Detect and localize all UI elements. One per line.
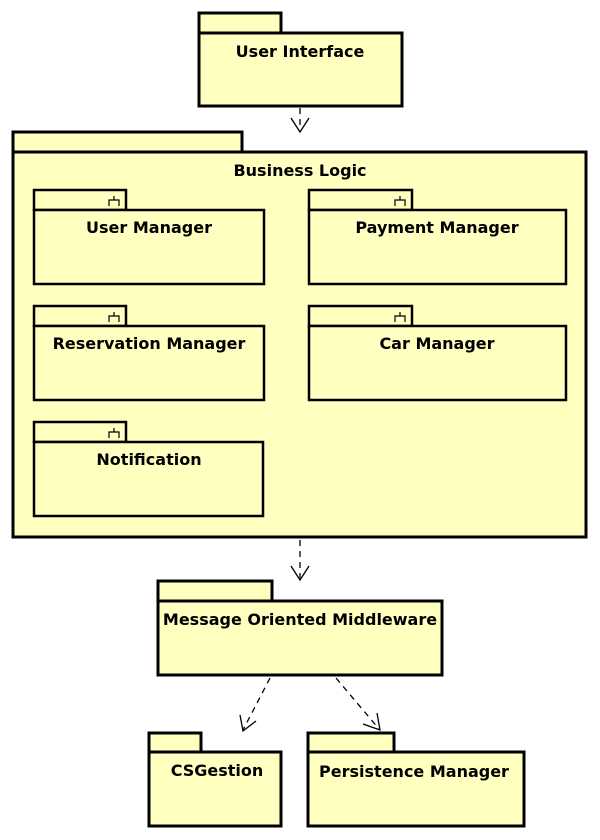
dependency-arrow-ui-to-business [290, 108, 310, 134]
package-body [197, 31, 404, 108]
subsystem-body [32, 324, 266, 402]
dependency-arrow-mom-to-csgestion [239, 677, 271, 733]
dependency-arrow-business-to-mom [290, 540, 310, 582]
package-body [156, 599, 444, 677]
subsystem-label-user-manager: User Manager [86, 218, 212, 237]
subsystem-payment-manager[interactable]: Payment Manager [307, 188, 568, 286]
package-message-oriented-middleware[interactable]: Message Oriented Middleware [156, 579, 444, 677]
subsystem-body [307, 208, 568, 286]
package-csgestion[interactable]: CSGestion [147, 731, 283, 828]
subsystem-body [32, 208, 266, 286]
package-user-interface[interactable]: User Interface [197, 11, 404, 108]
subsystem-body [307, 324, 568, 402]
subsystem-label-payment-manager: Payment Manager [355, 218, 518, 237]
subsystem-car-manager[interactable]: Car Manager [307, 304, 568, 402]
dependency-arrow-mom-to-persistence [335, 677, 381, 731]
package-label-persistence: Persistence Manager [319, 762, 509, 781]
package-label-mom: Message Oriented Middleware [163, 610, 437, 629]
subsystem-user-manager[interactable]: User Manager [32, 188, 266, 286]
subsystem-reservation-manager[interactable]: Reservation Manager [32, 304, 266, 402]
subsystem-icon [394, 196, 406, 206]
subsystem-notification[interactable]: Notification [32, 420, 265, 518]
package-persistence-manager[interactable]: Persistence Manager [306, 731, 526, 828]
package-label-csgestion: CSGestion [171, 761, 264, 780]
package-label-business-logic: Business Logic [233, 161, 366, 180]
package-body [306, 750, 526, 828]
package-tab [11, 130, 244, 154]
package-tab [156, 579, 274, 603]
subsystem-icon [394, 312, 406, 322]
subsystem-label-car-manager: Car Manager [379, 334, 494, 353]
subsystem-icon [108, 428, 120, 438]
package-tab [197, 11, 283, 35]
subsystem-label-reservation-manager: Reservation Manager [53, 334, 246, 353]
subsystem-icon [108, 312, 120, 322]
package-tab [306, 731, 396, 754]
subsystem-label-notification: Notification [96, 450, 201, 469]
subsystem-icon [108, 196, 120, 206]
package-tab [147, 731, 203, 754]
package-body [147, 750, 283, 828]
subsystem-body [32, 440, 265, 518]
package-label-user-interface: User Interface [236, 42, 365, 61]
